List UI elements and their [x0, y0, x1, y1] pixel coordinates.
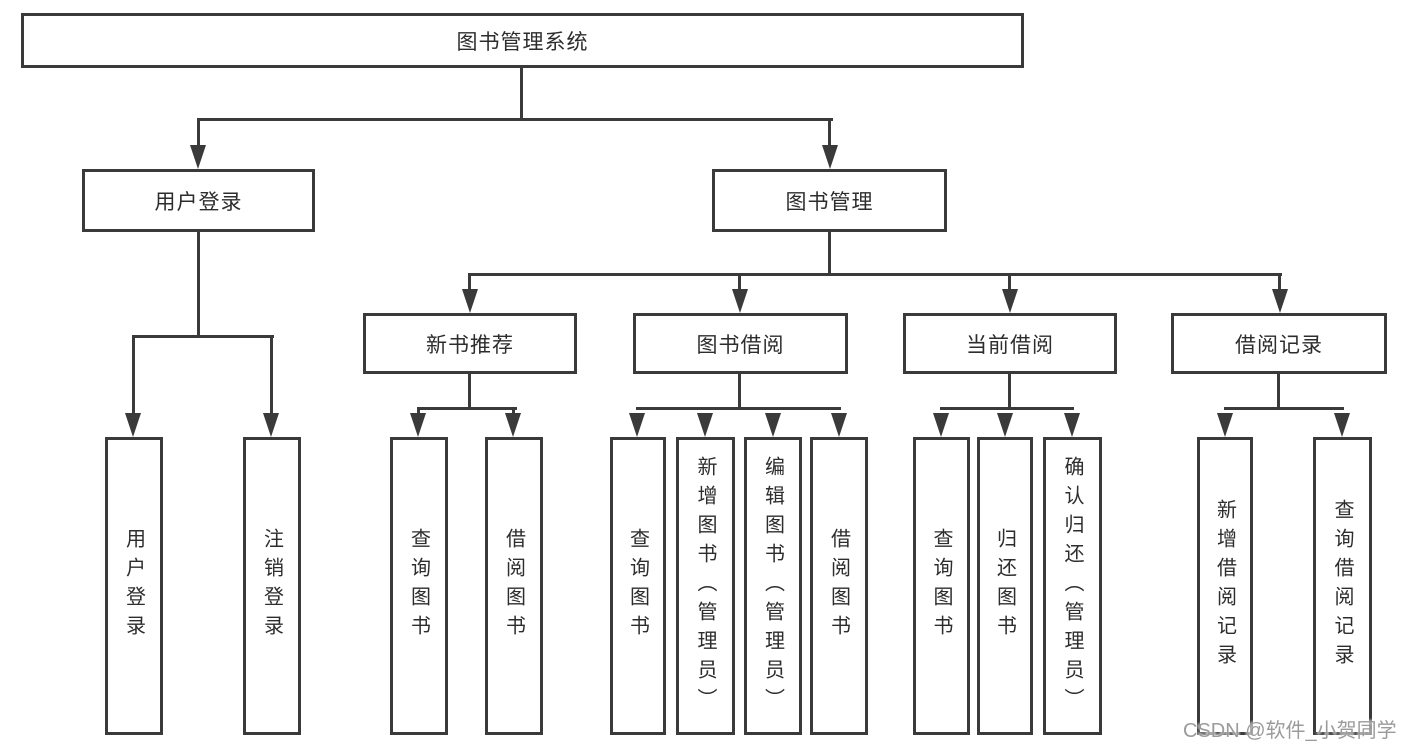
leaf-label: 新增借阅记录 [1213, 499, 1236, 673]
node-label: 图书管理系统 [456, 30, 589, 54]
leaf-label: 借阅图书 [502, 528, 525, 644]
node-label: 借阅记录 [1235, 333, 1323, 357]
leaf-logout: 注销登录 [243, 437, 301, 735]
connector-line [197, 232, 200, 338]
csdn-watermark: CSDN @软件_小贺同学 [1183, 720, 1397, 742]
leaf-label: 归还图书 [993, 528, 1016, 644]
leaf-label: 查询图书 [930, 528, 952, 644]
connector-line [132, 335, 135, 415]
arrow-down-icon [1334, 413, 1350, 437]
leaf-add-books-admin: 新增图书（管理员） [676, 437, 735, 735]
leaf-return-books: 归还图书 [977, 437, 1033, 735]
arrow-down-icon [190, 145, 206, 169]
arrow-down-icon [125, 413, 141, 437]
leaf-label: 确认归还（管理员） [1061, 455, 1083, 717]
leaf-edit-books-admin: 编辑图书（管理员） [744, 437, 802, 735]
arrow-down-icon [933, 413, 949, 437]
leaf-label: 编辑图书（管理员） [761, 455, 784, 717]
leaf-query-borrow-record: 查询借阅记录 [1313, 437, 1372, 735]
arrow-down-icon [822, 145, 838, 169]
connector-line [469, 273, 1282, 276]
node-current-borrow: 当前借阅 [903, 313, 1117, 374]
connector-line [132, 335, 274, 338]
arrow-down-icon [629, 413, 645, 437]
leaf-query-books-recommend: 查询图书 [390, 437, 448, 735]
connector-line [828, 118, 831, 148]
leaf-borrow-books-recommend: 借阅图书 [485, 437, 543, 735]
connector-line [738, 273, 741, 293]
connector-line [940, 407, 1074, 410]
arrow-down-icon [1217, 413, 1233, 437]
leaf-label: 用户登录 [122, 528, 145, 644]
leaf-label: 查询图书 [626, 528, 649, 644]
leaf-label: 查询借阅记录 [1331, 499, 1353, 673]
connector-line [197, 118, 833, 121]
node-book-borrow: 图书借阅 [633, 313, 848, 374]
connector-line [1277, 374, 1280, 410]
connector-line [417, 407, 517, 410]
leaf-label: 借阅图书 [827, 528, 850, 644]
node-book-management: 图书管理 [712, 169, 947, 232]
arrow-down-icon [765, 413, 781, 437]
connector-line [520, 68, 523, 120]
node-label: 用户登录 [154, 190, 243, 214]
node-label: 图书借阅 [696, 333, 785, 357]
connector-line [636, 407, 841, 410]
connector-line [1008, 273, 1011, 293]
connector-line [1008, 374, 1011, 410]
node-borrow-records: 借阅记录 [1171, 313, 1387, 374]
connector-line [468, 273, 471, 293]
node-root-library-system: 图书管理系统 [21, 13, 1024, 68]
arrow-down-icon [1064, 413, 1080, 437]
arrow-down-icon [997, 413, 1013, 437]
arrow-down-icon [1002, 289, 1018, 313]
connector-line [417, 407, 420, 415]
connector-line [468, 374, 471, 410]
arrow-down-icon [732, 289, 748, 313]
leaf-label: 新增图书（管理员） [694, 455, 716, 717]
arrow-down-icon [410, 413, 426, 437]
connector-line [270, 335, 273, 415]
leaf-user-login: 用户登录 [105, 437, 163, 735]
connector-line [738, 374, 741, 410]
leaf-query-books-current: 查询图书 [913, 437, 970, 735]
arrow-down-icon [1272, 289, 1288, 313]
leaf-label: 注销登录 [260, 528, 283, 644]
node-user-login: 用户登录 [82, 169, 315, 232]
connector-line [1278, 273, 1281, 293]
connector-line [1224, 407, 1344, 410]
node-label: 图书管理 [785, 190, 874, 214]
leaf-label: 查询图书 [407, 528, 430, 644]
node-new-book-recommend: 新书推荐 [363, 313, 577, 374]
connector-line [197, 118, 200, 148]
arrow-down-icon [697, 413, 713, 437]
arrow-down-icon [505, 413, 521, 437]
connector-line [512, 407, 515, 415]
node-label: 当前借阅 [966, 333, 1054, 357]
leaf-query-books-borrow: 查询图书 [610, 437, 666, 735]
node-label: 新书推荐 [426, 333, 514, 357]
leaf-borrow-books: 借阅图书 [810, 437, 868, 735]
leaf-confirm-return-admin: 确认归还（管理员） [1043, 437, 1102, 735]
connector-line [828, 232, 831, 276]
arrow-down-icon [831, 413, 847, 437]
arrow-down-icon [462, 289, 478, 313]
leaf-add-borrow-record: 新增借阅记录 [1197, 437, 1253, 735]
arrow-down-icon [263, 413, 279, 437]
